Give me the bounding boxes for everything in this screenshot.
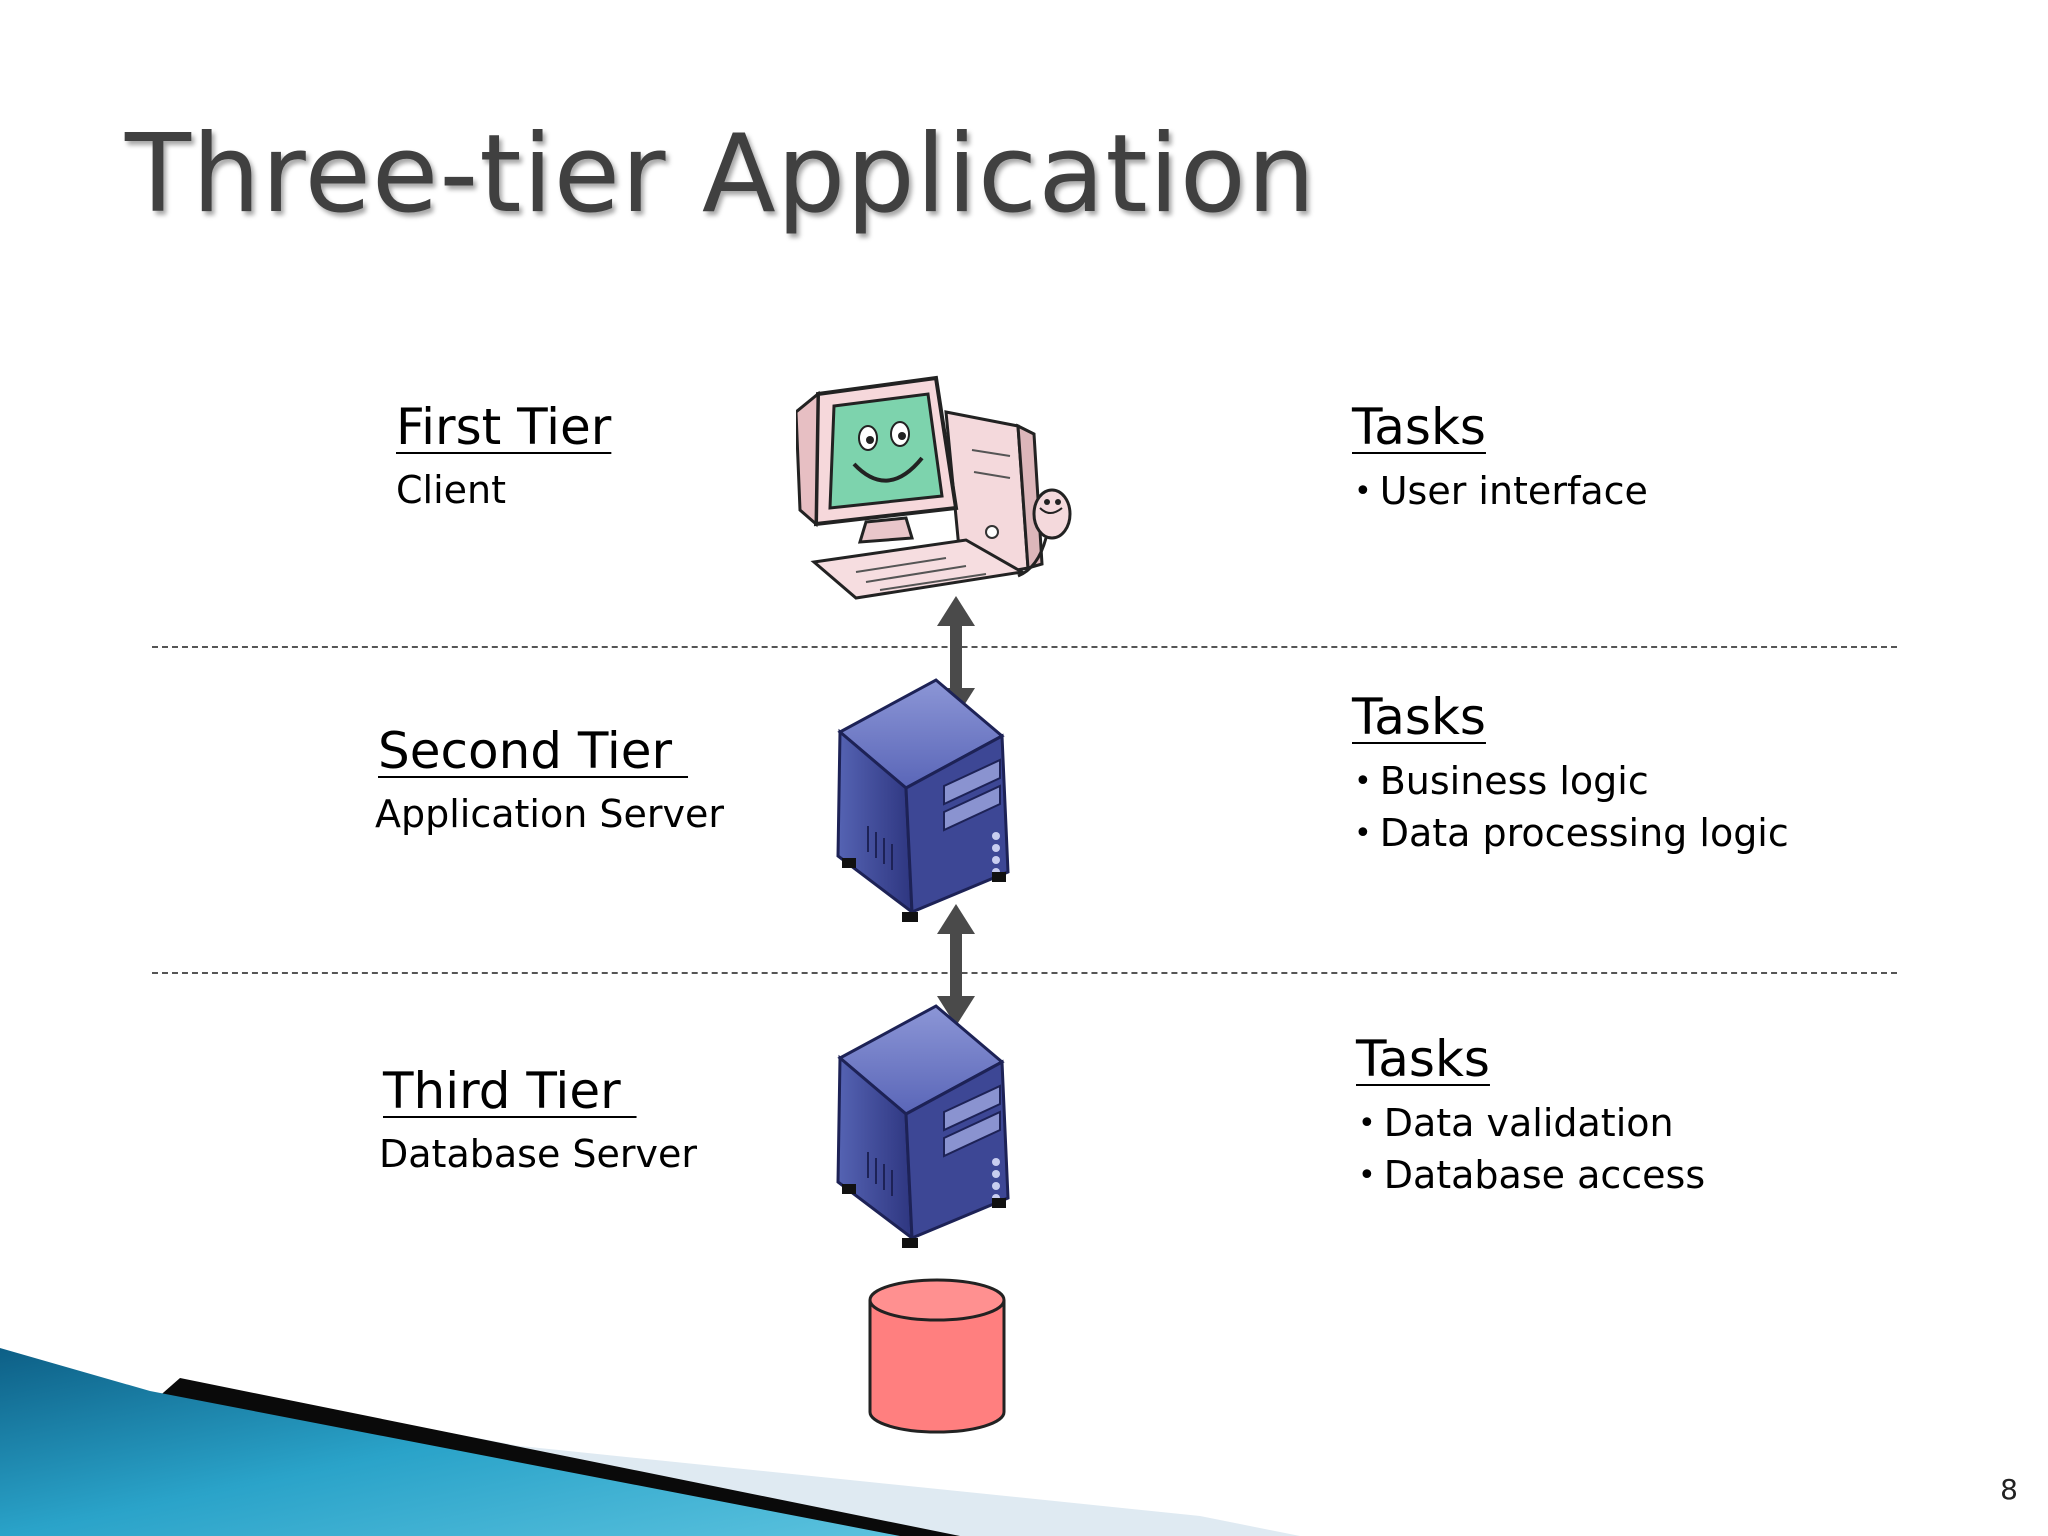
task-item: Database access [1358, 1151, 1705, 1203]
second-tier-subtitle: Application Server [375, 792, 725, 836]
task-item: Data processing logic [1354, 809, 1789, 861]
tier-divider-1 [152, 646, 1897, 648]
first-tier-heading: First Tier [396, 398, 612, 456]
smiling-computer-icon [796, 375, 1072, 600]
tier-divider-2 [152, 972, 1897, 974]
third-tier-tasks-heading: Tasks [1356, 1030, 1490, 1088]
corner-decoration [0, 1348, 1300, 1536]
first-tier-tasks-heading: Tasks [1352, 398, 1486, 456]
server-tower-icon [836, 1004, 1010, 1248]
first-tier-subtitle: Client [396, 468, 507, 512]
second-tier-heading: Second Tier [378, 722, 689, 780]
second-tier-task-list: Business logic Data processing logic [1354, 757, 1789, 861]
database-cylinder-icon [868, 1278, 1006, 1434]
slide-title: Three-tier Application [125, 112, 1317, 237]
third-tier-task-list: Data validation Database access [1358, 1099, 1705, 1203]
server-tower-icon [836, 678, 1010, 922]
task-item: Data validation [1358, 1099, 1705, 1151]
double-arrow-icon [937, 904, 975, 1026]
task-item: Business logic [1354, 757, 1789, 809]
first-tier-task-list: User interface [1354, 467, 1648, 519]
third-tier-subtitle: Database Server [379, 1132, 698, 1176]
third-tier-heading: Third Tier [383, 1062, 637, 1120]
page-number: 8 [2000, 1473, 2018, 1506]
task-item: User interface [1354, 467, 1648, 519]
second-tier-tasks-heading: Tasks [1352, 688, 1486, 746]
